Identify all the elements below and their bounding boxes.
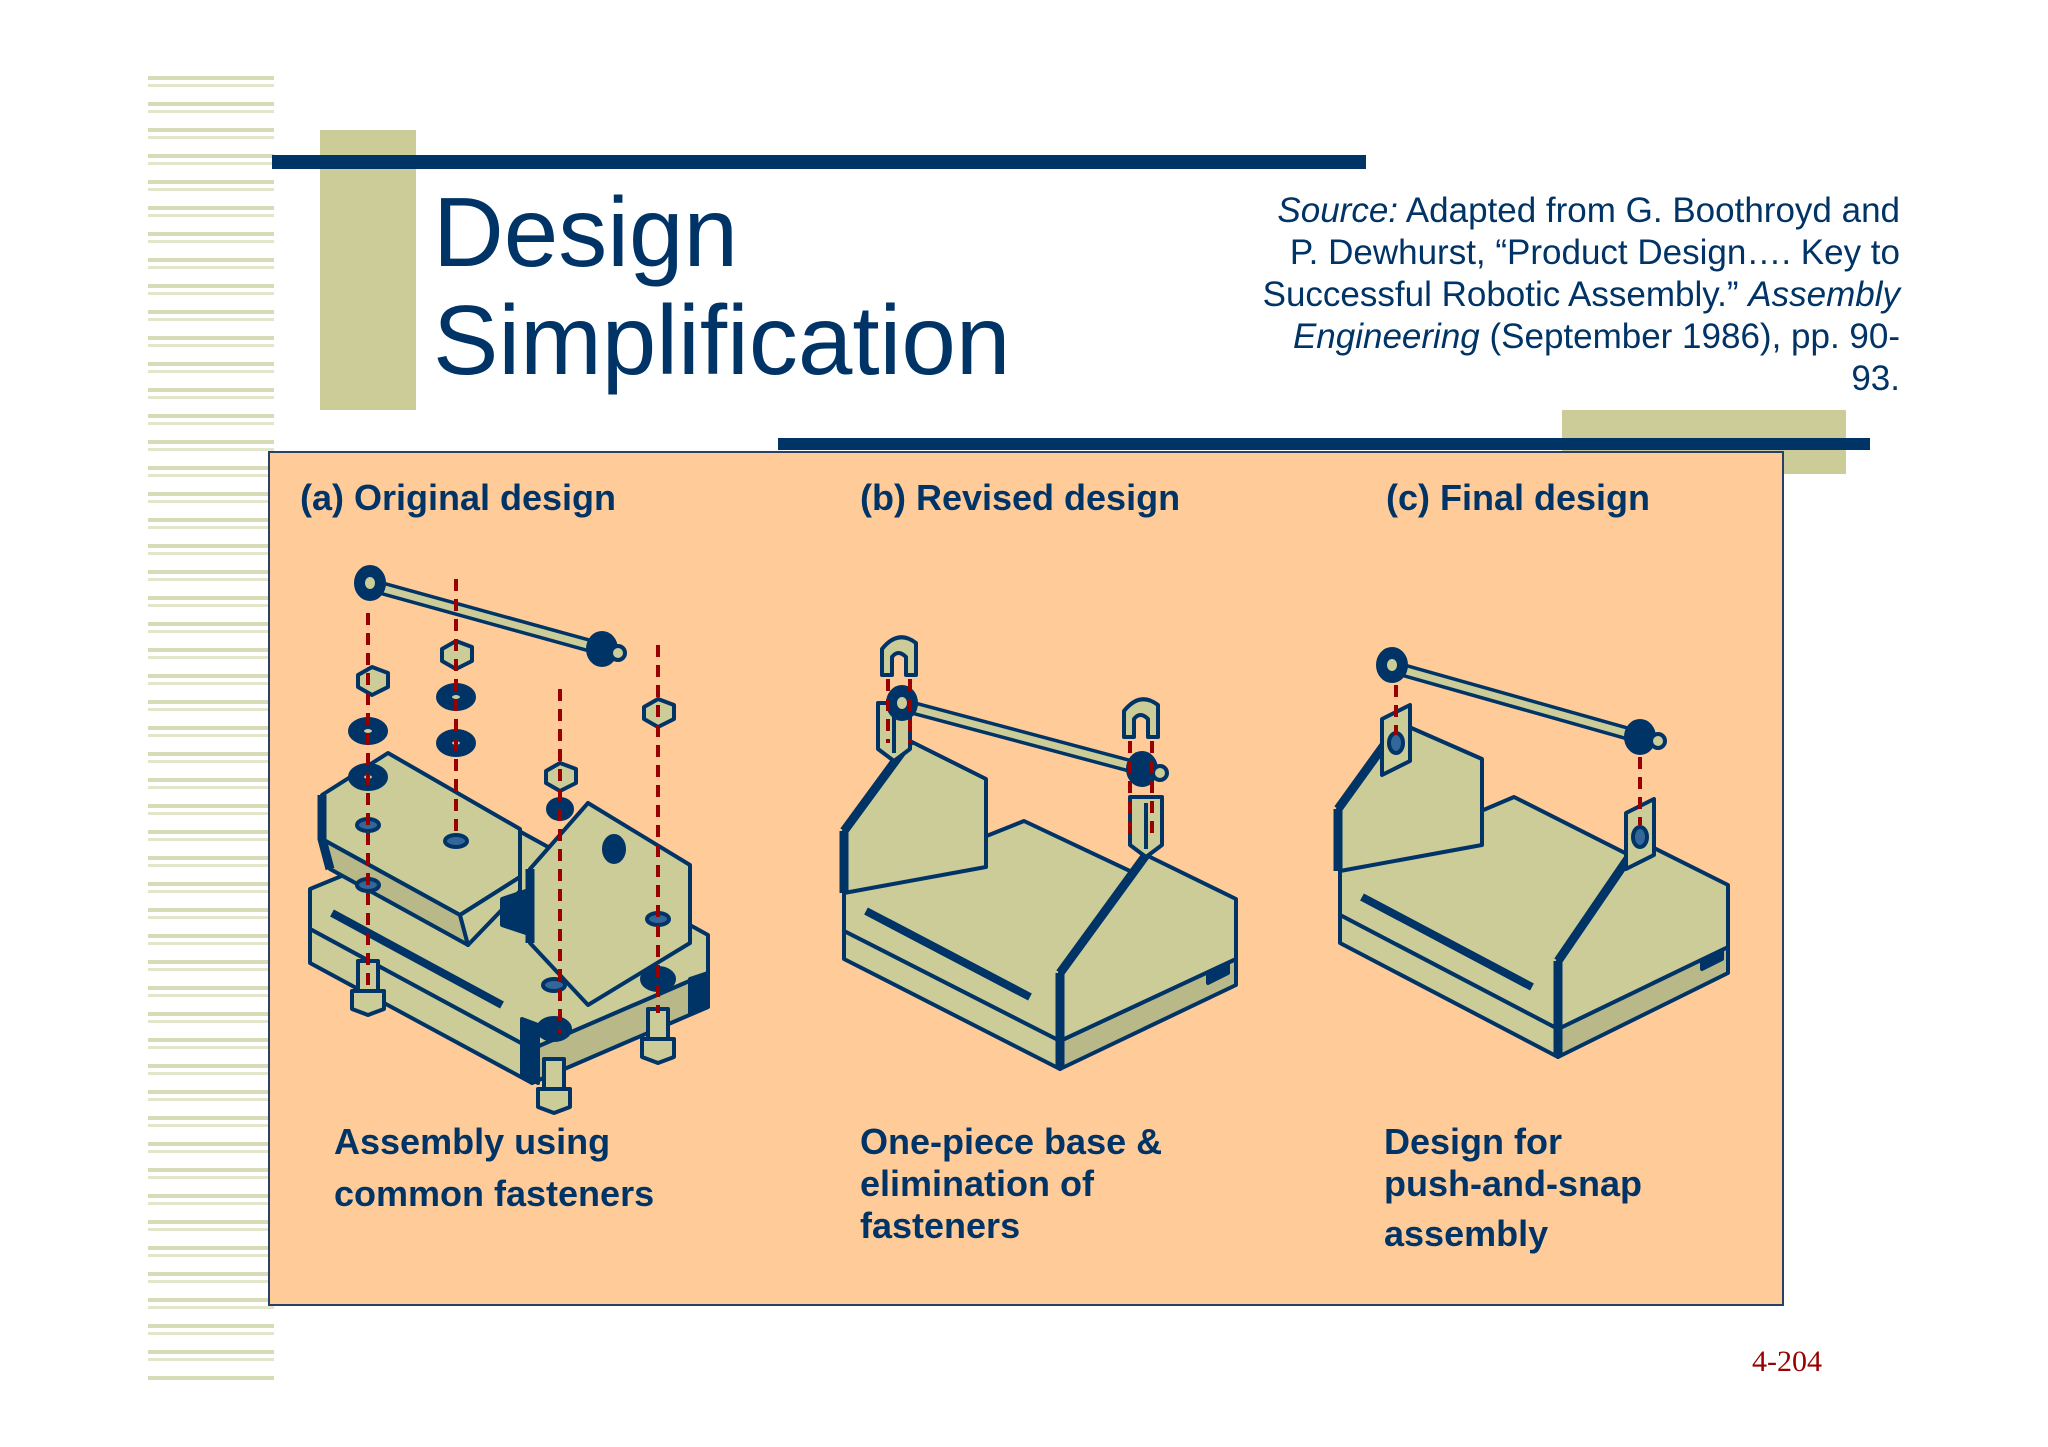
title-line-2: Simplification [433, 285, 1011, 395]
source-label: Source: [1277, 191, 1399, 230]
panel-b-caption: One-piece base & elimination of fastener… [860, 1121, 1162, 1247]
source-line-4: (September 1986), pp. 90- [1479, 317, 1900, 356]
panel-c-caption-line-1: Design for [1384, 1121, 1563, 1162]
panel-a-caption-line-1: Assembly using [334, 1121, 611, 1162]
panel-a-caption-line-2: common fasteners [334, 1173, 655, 1214]
panel-b-label: (b) Revised design [860, 477, 1181, 518]
panel-c-caption: Design for push-and-snap assembly [1384, 1121, 1642, 1255]
panel-b-caption-line-1: One-piece base & [860, 1121, 1163, 1162]
title-line-1: Design [433, 177, 739, 287]
decorative-stripes [148, 76, 274, 1384]
final-design-alignment-lines [1394, 685, 1642, 825]
page-title: Design Simplification [433, 178, 1010, 394]
panel-a-caption: Assembly using common fasteners [334, 1121, 654, 1215]
top-rule [272, 155, 1366, 169]
page-number: 4-204 [1752, 1345, 1822, 1378]
panel-c-label: (c) Final design [1386, 477, 1651, 518]
source-line-3-italic: Assembly [1748, 275, 1900, 314]
panel-c-caption-line-2: push-and-snap [1384, 1163, 1642, 1204]
source-line-5: 93. [1851, 359, 1900, 398]
original-design-alignment-lines [366, 579, 660, 1033]
revised-design-alignment-lines [886, 679, 1154, 837]
original-design-illustration [308, 565, 710, 1115]
source-citation: Source: Adapted from G. Boothroyd and P.… [1100, 190, 1900, 400]
panel-b-caption-line-3: fasteners [860, 1205, 1021, 1246]
mid-rule [778, 438, 1870, 450]
source-line-4-italic: Engineering [1292, 317, 1480, 356]
diagram-panel: (a) Original design (b) Revised design (… [268, 451, 1784, 1306]
source-line-2: P. Dewhurst, “Product Design…. Key to [1289, 233, 1900, 272]
assembly-illustrations [308, 565, 1730, 1115]
panel-b-caption-line-2: elimination of [860, 1163, 1094, 1204]
final-design-illustration [1333, 647, 1730, 1059]
source-line-1: Adapted from G. Boothroyd and [1398, 191, 1900, 230]
source-line-3: Successful Robotic Assembly.” [1262, 275, 1749, 314]
title-accent-block [320, 130, 416, 410]
panel-a-label: (a) Original design [300, 477, 617, 518]
revised-design-illustration [839, 635, 1238, 1071]
panel-c-caption-line-3: assembly [1384, 1213, 1549, 1254]
